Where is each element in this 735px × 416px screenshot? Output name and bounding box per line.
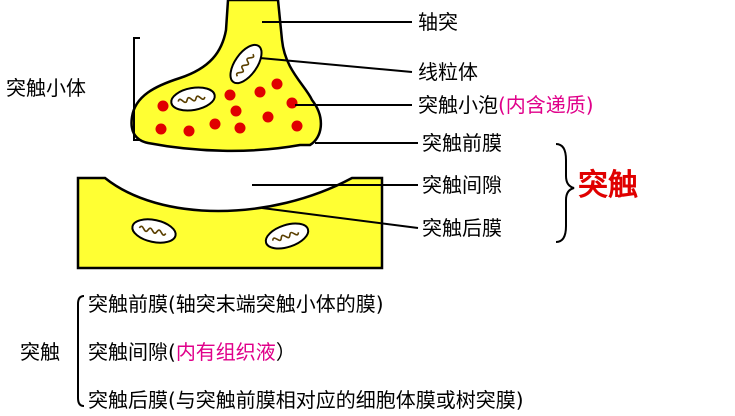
brace-synapse — [556, 144, 574, 242]
label-vesicle-note: (内含递质) — [498, 93, 594, 117]
definition-item-cleft: 突触间隙(内有组织液） — [88, 340, 296, 364]
bracket-definition — [78, 296, 84, 406]
definition-cleft-highlight: 内有组织液 — [176, 340, 276, 364]
definition-cleft-tail: ） — [276, 340, 296, 364]
synaptic-vesicle-icon — [287, 98, 298, 109]
label-axon: 轴突 — [418, 10, 458, 34]
definition-term: 突触 — [20, 340, 60, 364]
definition-cleft-text: 突触间隙( — [88, 340, 176, 364]
label-vesicle-main: 突触小泡 — [418, 93, 498, 117]
synaptic-vesicle-icon — [235, 123, 246, 134]
synaptic-vesicle-icon — [158, 101, 169, 112]
label-synaptic-knob: 突触小体 — [6, 76, 86, 100]
synaptic-vesicle-icon — [255, 87, 266, 98]
label-postsynaptic-membrane: 突触后膜 — [422, 216, 502, 240]
synaptic-vesicle-icon — [231, 106, 242, 117]
label-mitochondria: 线粒体 — [418, 60, 478, 84]
label-synapse-title: 突触 — [578, 168, 638, 204]
synaptic-vesicle-icon — [156, 124, 167, 135]
definition-item-presynaptic: 突触前膜(轴突末端突触小体的膜) — [88, 292, 384, 316]
label-presynaptic-membrane: 突触前膜 — [422, 131, 502, 155]
label-synaptic-cleft: 突触间隙 — [422, 173, 502, 197]
synaptic-vesicle-icon — [263, 112, 274, 123]
postsynaptic-cell — [78, 178, 382, 268]
definition-item-postsynaptic: 突触后膜(与突触前膜相对应的细胞体膜或树突膜) — [88, 388, 524, 412]
synaptic-vesicle-icon — [210, 119, 221, 130]
synaptic-vesicle-icon — [292, 121, 303, 132]
label-synaptic-vesicle: 突触小泡(内含递质) — [418, 93, 594, 117]
synaptic-vesicle-icon — [184, 126, 195, 137]
synaptic-vesicle-icon — [272, 79, 283, 90]
synaptic-vesicle-icon — [225, 90, 236, 101]
